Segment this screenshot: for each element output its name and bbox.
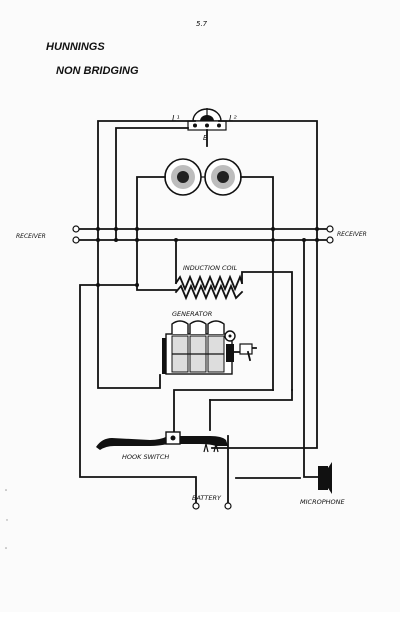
circuit-wires xyxy=(77,120,329,505)
generator-label: GENERATOR xyxy=(172,310,212,318)
hook-switch xyxy=(96,431,228,453)
receiver-right-label: RECEIVER xyxy=(337,231,367,238)
title-line-1: HUNNINGS xyxy=(46,41,105,53)
battery-terminals xyxy=(192,502,232,510)
receiver-left-label: RECEIVER xyxy=(16,233,46,240)
terminal-l2-label: L² xyxy=(229,114,237,123)
receiver-terminals-left xyxy=(72,225,80,244)
hook-switch-label: HOOK SWITCH xyxy=(122,453,169,461)
microphone xyxy=(318,462,332,494)
receiver-terminals-right xyxy=(326,225,334,244)
page-mark: 5.7 xyxy=(196,20,208,28)
induction-coil-label: INDUCTION COIL xyxy=(183,264,238,272)
induction-coil xyxy=(174,274,244,301)
junction-dots xyxy=(96,227,319,287)
ringer-bells xyxy=(164,158,242,196)
terminal-e-label: E xyxy=(203,134,208,142)
battery-label: BATTERY xyxy=(192,494,222,502)
scan-marks xyxy=(5,489,8,549)
line-terminal-block xyxy=(187,108,227,131)
title-line-2: NON BRIDGING xyxy=(56,65,139,77)
magneto-generator xyxy=(162,320,257,375)
microphone-label: MICROPHONE xyxy=(300,498,345,506)
terminal-l1-label: L¹ xyxy=(172,114,180,123)
